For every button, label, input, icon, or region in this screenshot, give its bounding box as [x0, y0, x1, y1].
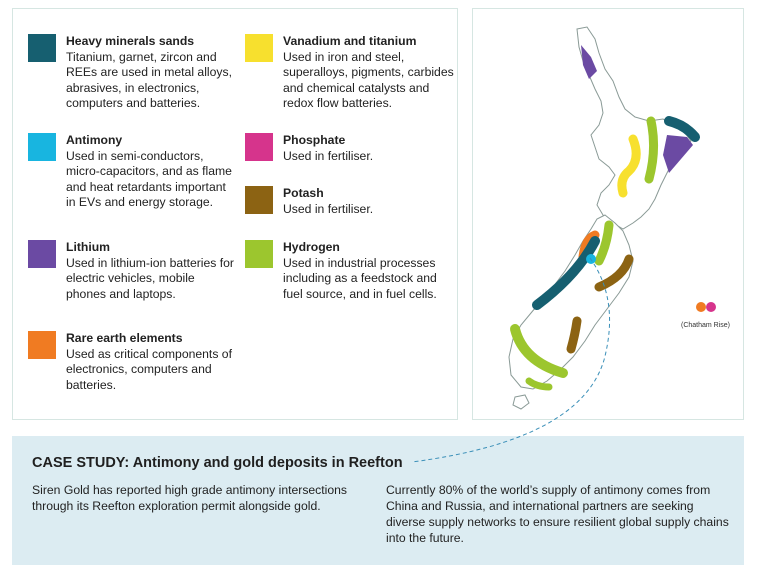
legend-title: Antimony	[66, 133, 123, 147]
stewart-island-outline	[512, 394, 530, 410]
swatch-vanadium	[245, 34, 273, 62]
case-study-right-text: Currently 80% of the world’s supply of a…	[386, 483, 729, 545]
legend-desc: Used in industrial processes including a…	[283, 255, 437, 301]
swatch-antimony	[28, 133, 56, 161]
zone-lithium-bop	[663, 135, 693, 173]
nz-map: (Chatham Rise)	[508, 26, 730, 410]
swatch-rare-earth	[28, 331, 56, 359]
legend-title: Heavy minerals sands	[66, 34, 195, 48]
south-island-outline	[508, 214, 634, 390]
legend-title: Hydrogen	[283, 240, 340, 254]
legend-title: Vanadium and titanium	[283, 34, 417, 48]
legend-desc: Used in fertiliser.	[283, 148, 374, 163]
legend-panel: Heavy minerals sands Titanium, garnet, z…	[12, 8, 458, 420]
legend-desc: Used as critical components of electroni…	[66, 346, 232, 392]
zone-potash-otago	[566, 316, 582, 354]
swatch-potash	[245, 186, 273, 214]
legend-desc: Used in lithium-ion batteries for electr…	[66, 255, 234, 301]
case-study-box: CASE STUDY: Antimony and gold deposits i…	[12, 436, 744, 565]
zone-heavy-minerals-bop	[664, 116, 700, 142]
north-island-outline	[576, 26, 692, 230]
swatch-heavy-minerals	[28, 34, 56, 62]
zone-vanadium-taranaki	[617, 134, 641, 198]
marker-chatham-rare-earth	[696, 302, 706, 312]
legend-desc: Used in iron and steel, superalloys, pig…	[283, 49, 454, 111]
legend-desc: Used in semi-conductors, micro-capacitor…	[66, 148, 232, 210]
swatch-phosphate	[245, 133, 273, 161]
case-study-left-text: Siren Gold has reported high grade antim…	[32, 483, 348, 513]
legend-desc: Titanium, garnet, zircon and REEs are us…	[66, 49, 232, 111]
swatch-hydrogen	[245, 240, 273, 268]
swatch-lithium	[28, 240, 56, 268]
marker-chatham-phosphate	[706, 302, 716, 312]
case-study-title: CASE STUDY: Antimony and gold deposits i…	[32, 455, 403, 471]
zone-hydrogen-taranaki	[644, 116, 659, 184]
chatham-rise-label: (Chatham Rise)	[681, 322, 730, 329]
marker-antimony-reefton	[586, 254, 596, 264]
legend-title: Potash	[283, 186, 324, 200]
legend-desc: Used in fertiliser.	[283, 201, 374, 216]
map-panel: (Chatham Rise)	[472, 8, 744, 420]
legend-title: Lithium	[66, 240, 111, 254]
legend-title: Rare earth elements	[66, 331, 183, 345]
zone-lithium-northland	[581, 45, 597, 79]
legend-title: Phosphate	[283, 133, 346, 147]
